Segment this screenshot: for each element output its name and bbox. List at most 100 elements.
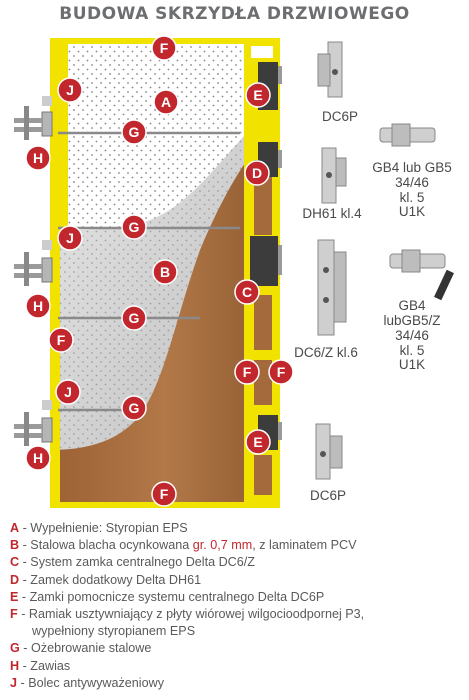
frame-left (50, 38, 60, 508)
legend-text: - System zamka centralnego Delta DC6/Z (19, 555, 255, 570)
label-gb4-gb5z-4: kl. 5 (400, 343, 425, 358)
legend-text: - Bolec antywyważeniowy (17, 675, 165, 690)
legend-text-after: , z laminatem PCV (252, 538, 357, 553)
marker-j (55, 379, 81, 405)
legend-letter: F (10, 607, 18, 622)
dc6p-top-lock-illustration (317, 41, 343, 98)
legend-text: - Zamek dodatkowy Delta DH61 (19, 572, 202, 587)
label-gb4-gb5z-1: GB4 (398, 298, 426, 313)
marker-letter: C (242, 284, 252, 300)
label-gb4-gb5z-3: 34/46 (395, 328, 429, 343)
marker-letter: G (129, 310, 140, 326)
legend-text: - Ożebrowanie stalowe (19, 641, 152, 656)
lock-c (250, 236, 278, 286)
legend-text: - Zamki pomocnicze systemu centralnego D… (18, 589, 325, 604)
marker-letter: G (129, 124, 140, 140)
bolt-mid (42, 240, 52, 250)
bolt-top (42, 96, 52, 106)
legend-item-c: C - System zamka centralnego Delta DC6/Z (10, 554, 465, 571)
label-gb4-gb5-4: U1K (399, 204, 425, 219)
marker-h (25, 445, 51, 471)
gb4z-cylinder-key-illustration (389, 249, 454, 301)
marker-letter: F (57, 332, 66, 348)
marker-letter: H (33, 150, 43, 166)
legend-letter: A (10, 521, 20, 535)
legend-letter: H (10, 658, 20, 673)
legend-text: - Ramiak usztywniający z płyty wiórowej … (17, 607, 365, 622)
legend-letter: C (10, 555, 20, 570)
marker-letter: G (129, 219, 140, 235)
legend-item-g: G - Ożebrowanie stalowe (10, 640, 465, 657)
legend-letter: J (10, 675, 18, 690)
legend-text: - Wypełnienie: Styropian EPS (19, 521, 188, 535)
marker-e (245, 82, 271, 108)
label-gb4-gb5-3: kl. 5 (400, 190, 425, 205)
marker-j (57, 77, 83, 103)
legend-item-b: B - Stalowa blacha ocynkowana gr. 0,7 mm… (10, 537, 465, 554)
legend-item-d: D - Zamek dodatkowy Delta DH61 (10, 572, 465, 589)
marker-a (153, 89, 179, 115)
legend-text: - Zawias (19, 658, 71, 673)
marker-letter: E (253, 434, 262, 450)
dc6z-lock-illustration (317, 239, 347, 336)
marker-g (121, 395, 147, 421)
marker-letter: F (277, 364, 286, 380)
marker-h (25, 145, 51, 171)
label-gb4-gb5-2: 34/46 (395, 175, 429, 190)
marker-j (57, 225, 83, 251)
dh61-lock-illustration (321, 147, 347, 204)
legend-highlight: gr. 0,7 mm (192, 538, 253, 553)
legend-item-h: H - Zawias (10, 658, 465, 675)
hinge-top (14, 106, 53, 140)
label-dh61: DH61 kl.4 (302, 206, 362, 221)
legend-item-f: F - Ramiak usztywniający z płyty wiórowe… (10, 606, 465, 623)
marker-letter: D (252, 165, 262, 181)
label-gb4-gb5z-5: U1K (399, 357, 425, 372)
label-gb4-gb5z-2: lubGB5/Z (383, 313, 440, 328)
legend-item-j: J - Bolec antywyważeniowy (10, 675, 465, 692)
marker-letter: F (160, 486, 169, 502)
marker-letter: H (33, 298, 43, 314)
marker-g (121, 119, 147, 145)
hinge-mid (14, 252, 53, 286)
marker-letter: B (160, 264, 170, 280)
legend-letter: G (10, 641, 20, 656)
marker-letter: E (253, 87, 262, 103)
marker-b (152, 259, 178, 285)
marker-c (234, 279, 260, 305)
marker-letter: F (243, 364, 252, 380)
marker-f (268, 359, 294, 385)
marker-letter: F (160, 40, 169, 56)
marker-g (121, 305, 147, 331)
dc6p-bottom-lock-illustration (315, 423, 343, 480)
marker-letter: A (161, 94, 171, 110)
marker-f (151, 481, 177, 507)
hinge-bottom (14, 412, 53, 446)
label-dc6p-top: DC6P (322, 109, 358, 124)
diagram-title: BUDOWA SKRZYDŁA DRZWIOWEGO (59, 4, 410, 24)
label-gb4-gb5-1: GB4 lub GB5 (372, 160, 452, 175)
legend-letter: E (10, 589, 19, 604)
marker-letter: G (129, 400, 140, 416)
marker-letter: H (33, 450, 43, 466)
legend-continuation: wypełniony styropianem EPS (32, 624, 196, 639)
legend-letter: D (10, 572, 20, 587)
gb4-cylinder-illustration (379, 123, 436, 147)
bolt-bottom (42, 400, 52, 410)
legend-text: - Stalowa blacha ocynkowana (19, 538, 193, 553)
marker-e (245, 429, 271, 455)
marker-f (48, 327, 74, 353)
door-diagram: F J A G H E D G J B H C G F F F J G H E F DC6P GB4 lub GB5 3… (14, 35, 454, 508)
marker-f (151, 35, 177, 61)
marker-g (121, 214, 147, 240)
label-dc6z: DC6/Z kl.6 (294, 345, 358, 360)
legend-item-a: A - Wypełnienie: Styropian EPS (10, 520, 465, 537)
marker-d (244, 160, 270, 186)
legend-item-e: E - Zamki pomocnicze systemu centralnego… (10, 589, 465, 606)
marker-letter: J (66, 82, 74, 98)
marker-f (234, 359, 260, 385)
marker-letter: J (64, 384, 72, 400)
marker-letter: J (66, 230, 74, 246)
label-dc6p-bottom: DC6P (310, 488, 346, 503)
